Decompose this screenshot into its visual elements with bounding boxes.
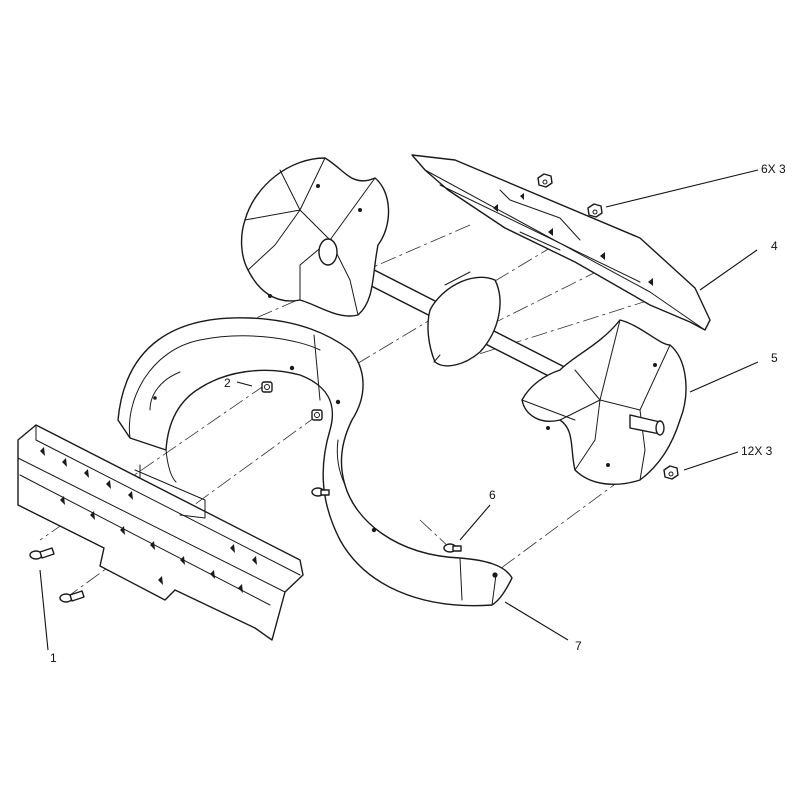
scraper-bar <box>17 424 304 641</box>
scraper-bar-slots <box>40 447 257 593</box>
auger-housing <box>117 317 513 607</box>
callout-1: 1 <box>50 651 57 665</box>
callout-2: 2 <box>224 376 231 390</box>
carriage-nut <box>261 381 273 393</box>
callout-6x3: 6X 3 <box>761 162 786 176</box>
hex-nut <box>537 173 553 188</box>
leader-lines <box>39 169 759 651</box>
carriage-bolt <box>59 590 85 603</box>
callout-labels: 1 2 6X 3 4 5 12X 3 6 7 <box>50 162 786 665</box>
shave-plate <box>411 154 711 331</box>
flange-bolt <box>311 487 330 497</box>
auger-assembly <box>240 157 687 485</box>
auger-flight-left <box>240 157 390 317</box>
callout-5: 5 <box>771 351 778 365</box>
callout-4: 4 <box>771 239 778 253</box>
callout-6: 6 <box>489 488 496 502</box>
callout-7: 7 <box>575 639 582 653</box>
hex-nut <box>663 465 679 480</box>
auger-flight-right <box>521 319 687 485</box>
callout-12x3: 12X 3 <box>741 444 773 458</box>
flange-bolt <box>443 543 462 553</box>
carriage-nut <box>311 409 323 421</box>
hardware <box>29 173 679 603</box>
hex-nut <box>587 203 603 218</box>
carriage-bolt <box>29 547 55 560</box>
